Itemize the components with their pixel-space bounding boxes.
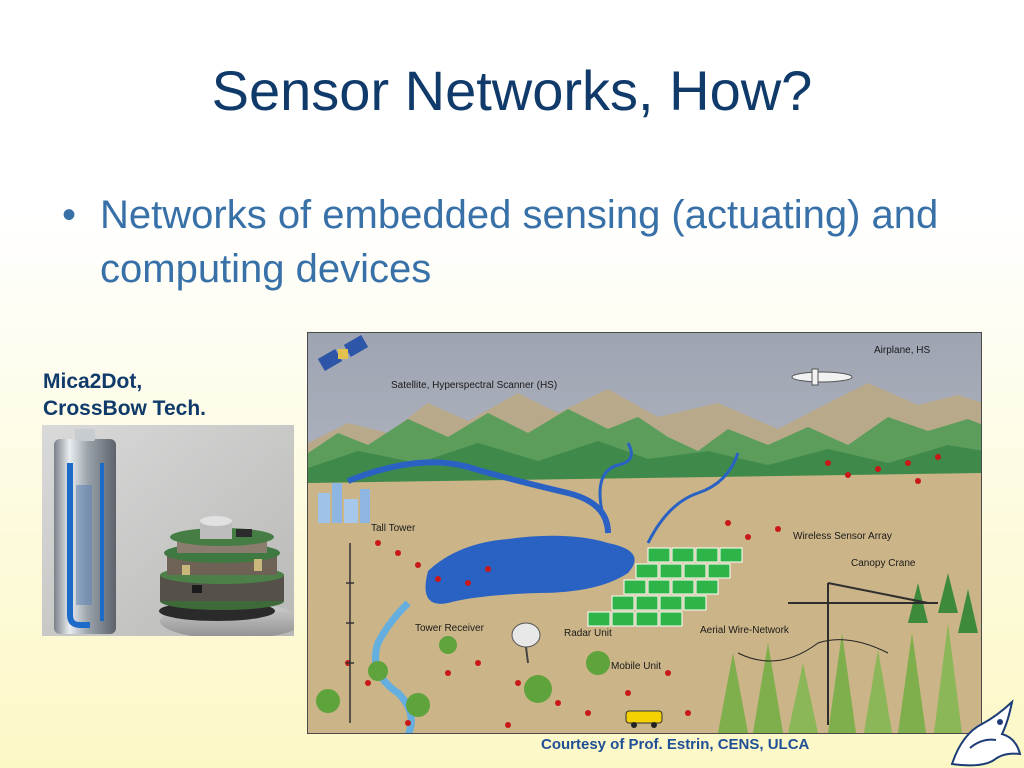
label-radar-unit: Radar Unit <box>564 628 612 639</box>
forest <box>316 573 978 733</box>
wireless-sensor-array-grid <box>587 547 743 627</box>
mica-caption: Mica2Dot, CrossBow Tech. <box>43 368 303 423</box>
sensor-nodes <box>345 454 941 728</box>
canopy-crane-icon <box>788 582 938 725</box>
bullet-marker: • <box>62 193 77 237</box>
tall-tower-icon <box>346 543 354 723</box>
slide-title: Sensor Networks, How? <box>211 59 813 122</box>
university-logo-icon <box>950 699 1022 767</box>
label-canopy-crane: Canopy Crane <box>851 558 916 569</box>
mica-caption-line-2: CrossBow Tech. <box>43 397 206 421</box>
label-satellite: Satellite, Hyperspectral Scanner (HS) <box>391 380 557 391</box>
radar-dish-icon <box>511 622 541 664</box>
aerial-wire-network <box>737 639 889 662</box>
landscape-illustration: Satellite, Hyperspectral Scanner (HS) Ai… <box>308 333 981 733</box>
label-mobile-unit: Mobile Unit <box>611 661 661 672</box>
mobile-unit-vehicle-icon <box>625 710 663 728</box>
label-wireless-sensor-array: Wireless Sensor Array <box>793 531 892 542</box>
mica-caption-line-1: Mica2Dot, <box>43 370 143 393</box>
sensor-network-diagram: Satellite, Hyperspectral Scanner (HS) Ai… <box>307 332 982 734</box>
label-aerial-wire-network: Aerial Wire-Network <box>700 625 790 636</box>
label-tall-tower: Tall Tower <box>371 523 416 534</box>
mica2dot-photo <box>42 425 294 636</box>
label-airplane: Airplane, HS <box>874 345 930 356</box>
image-credit: Courtesy of Prof. Estrin, CENS, ULCA <box>541 736 810 753</box>
label-tower-receiver: Tower Receiver <box>415 623 485 634</box>
satellite-icon <box>317 334 369 372</box>
airplane-icon <box>791 368 853 386</box>
bullet-text: Networks of embedded sensing (actuating)… <box>100 193 939 291</box>
